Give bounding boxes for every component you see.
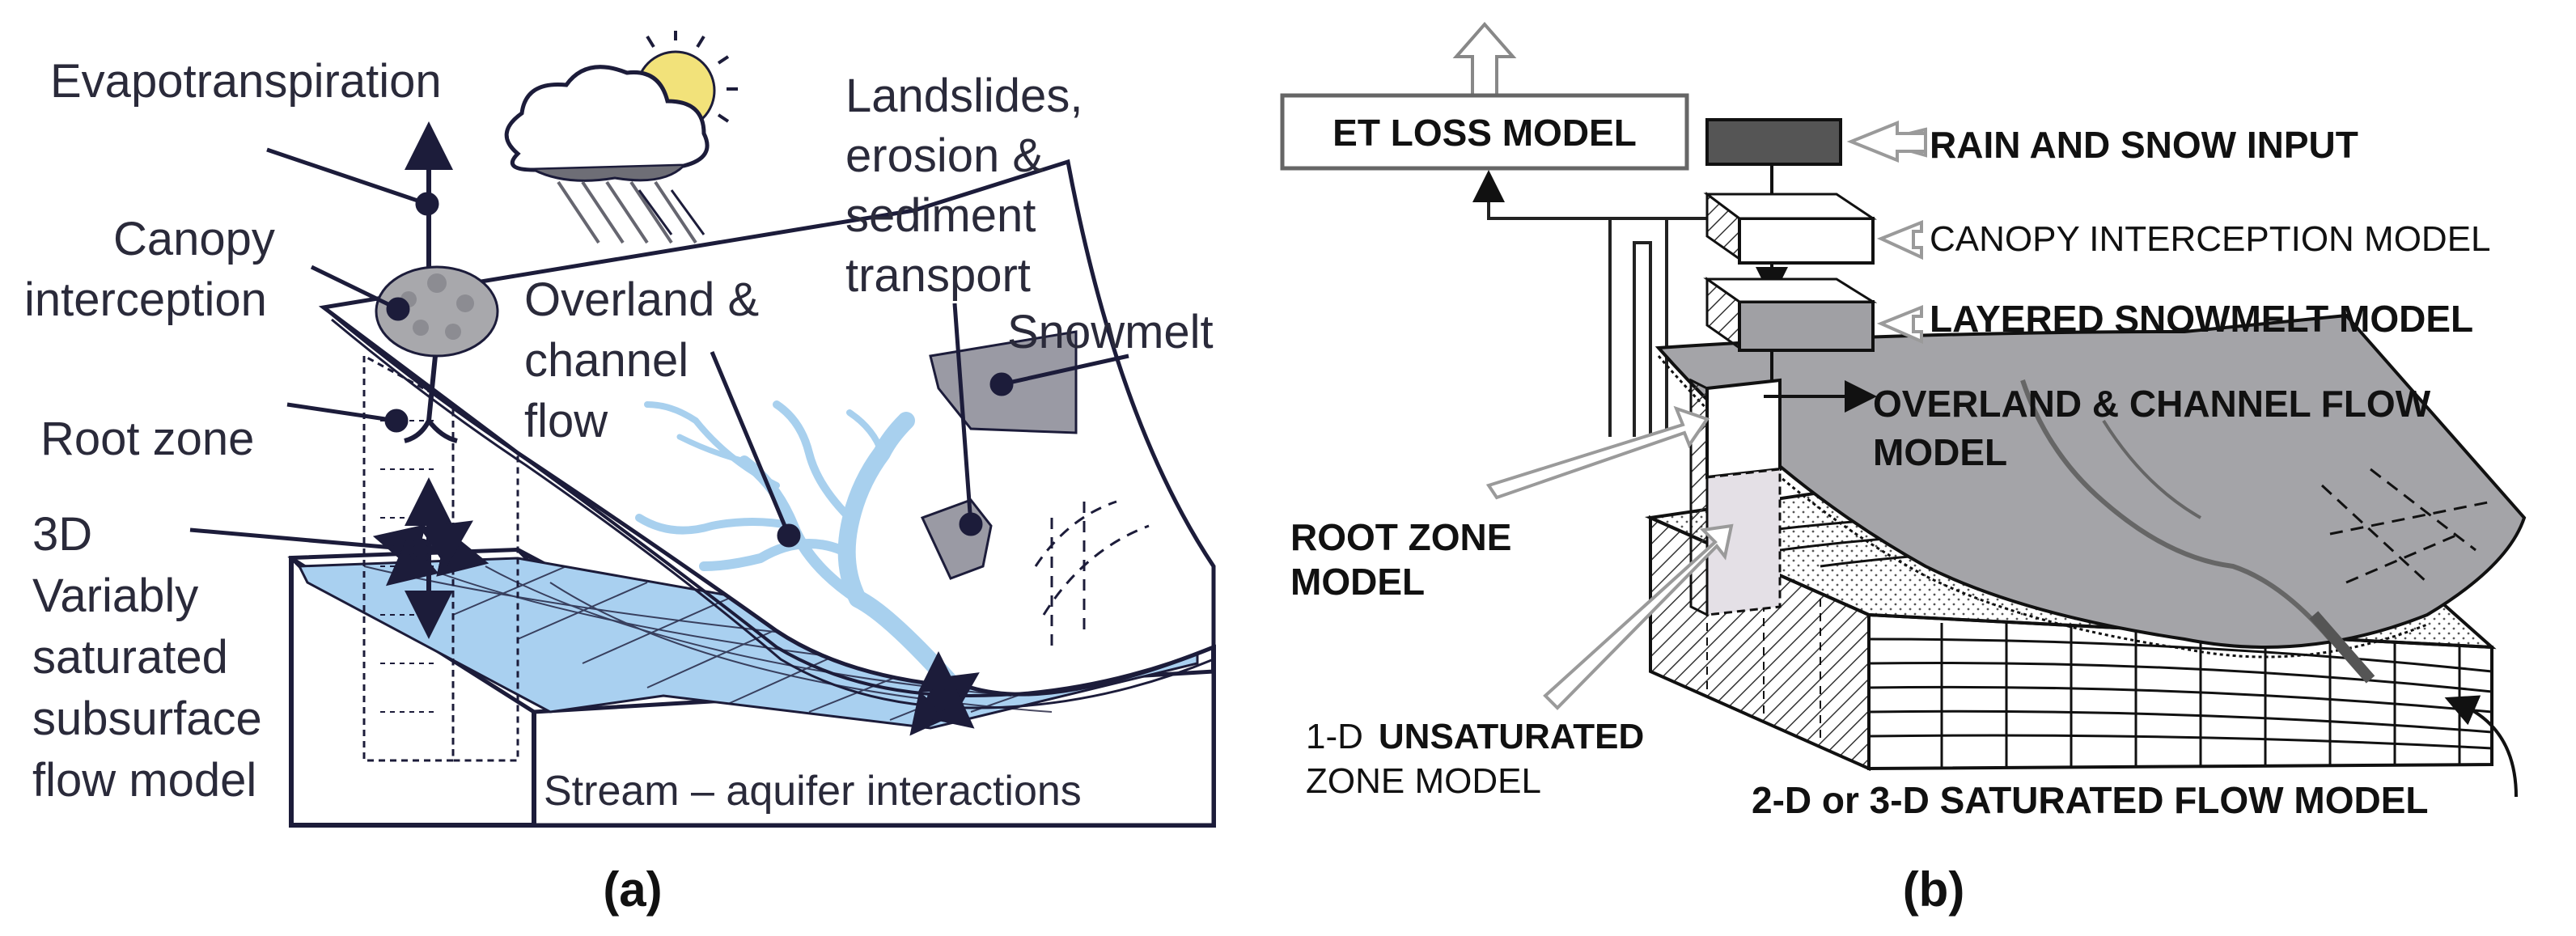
rain-input-box — [1705, 118, 1842, 166]
label-et-loss: ET LOSS MODEL — [1332, 112, 1637, 154]
label-root-zone: Root zone — [40, 413, 254, 465]
label-unsat-2: ZONE MODEL — [1306, 761, 1541, 801]
land-surface — [318, 159, 1216, 709]
label-subsurface-2: Variably — [32, 570, 198, 622]
panel-a: Evapotranspiration Canopy interception O… — [24, 31, 1216, 917]
label-evapotranspiration: Evapotranspiration — [50, 55, 442, 108]
label-overland-1-b: OVERLAND & CHANNEL FLOW — [1873, 383, 2431, 425]
et-loss-box — [1280, 93, 1689, 171]
canopy-box — [1738, 217, 1875, 265]
label-overland-2-b: MODEL — [1873, 431, 2007, 473]
caption-a: (a) — [603, 862, 662, 917]
label-snowmelt: Snowmelt — [1007, 306, 1214, 358]
label-canopy: CANOPY INTERCEPTION MODEL — [1930, 219, 2491, 259]
landslide-scarps — [1034, 500, 1150, 647]
label-overland-2: channel — [524, 334, 688, 387]
root-zone-column — [362, 354, 519, 762]
label-canopy-1: Canopy — [113, 213, 275, 265]
label-snowmelt-model: LAYERED SNOWMELT MODEL — [1930, 298, 2473, 340]
saturated-pointer — [2444, 695, 2518, 798]
label-unsat-bold: UNSATURATED — [1379, 717, 1644, 756]
tree-icon — [375, 265, 499, 443]
label-canopy-2: interception — [24, 273, 267, 326]
weather-icon — [504, 31, 738, 244]
et-outlet-arrow — [1452, 21, 1517, 99]
label-rain-snow: RAIN AND SNOW INPUT — [1930, 124, 2358, 166]
input-stack — [1703, 118, 1878, 413]
label-overland-3: flow — [524, 395, 608, 447]
label-subsurface-3: saturated — [32, 631, 228, 684]
label-subsurface-5: flow model — [32, 754, 256, 807]
gray-arrows — [1485, 121, 1927, 710]
label-landslides-1: Landslides, — [845, 70, 1083, 122]
soil-column — [1689, 378, 1782, 617]
panel-b: ET LOSS MODEL — [1280, 21, 2527, 917]
label-subsurface-1: 3D — [32, 508, 92, 561]
label-root-1: ROOT ZONE — [1290, 516, 1511, 558]
label-landslides-2: erosion & — [845, 129, 1044, 182]
label-landslides-3: sediment — [845, 189, 1036, 242]
leader-lines — [189, 147, 1129, 712]
label-unsat-prefix: 1-D — [1306, 717, 1363, 756]
label-overland-1: Overland & — [524, 273, 759, 326]
label-unsat-1: 1-D UNSATURATED — [1306, 717, 1644, 756]
caption-b: (b) — [1903, 862, 1965, 917]
et-pipes — [1472, 170, 1707, 437]
label-root-2: MODEL — [1290, 561, 1425, 603]
label-stream-aquifer: Stream – aquifer interactions — [544, 768, 1082, 815]
labels-a: Evapotranspiration Canopy interception O… — [24, 55, 1214, 815]
labels-b: RAIN AND SNOW INPUT CANOPY INTERCEPTION … — [1290, 124, 2491, 821]
snowmelt-box — [1738, 300, 1875, 352]
label-subsurface-4: subsurface — [32, 692, 262, 745]
label-saturated: 2-D or 3-D SATURATED FLOW MODEL — [1752, 779, 2428, 821]
label-landslides-4: transport — [845, 249, 1031, 302]
